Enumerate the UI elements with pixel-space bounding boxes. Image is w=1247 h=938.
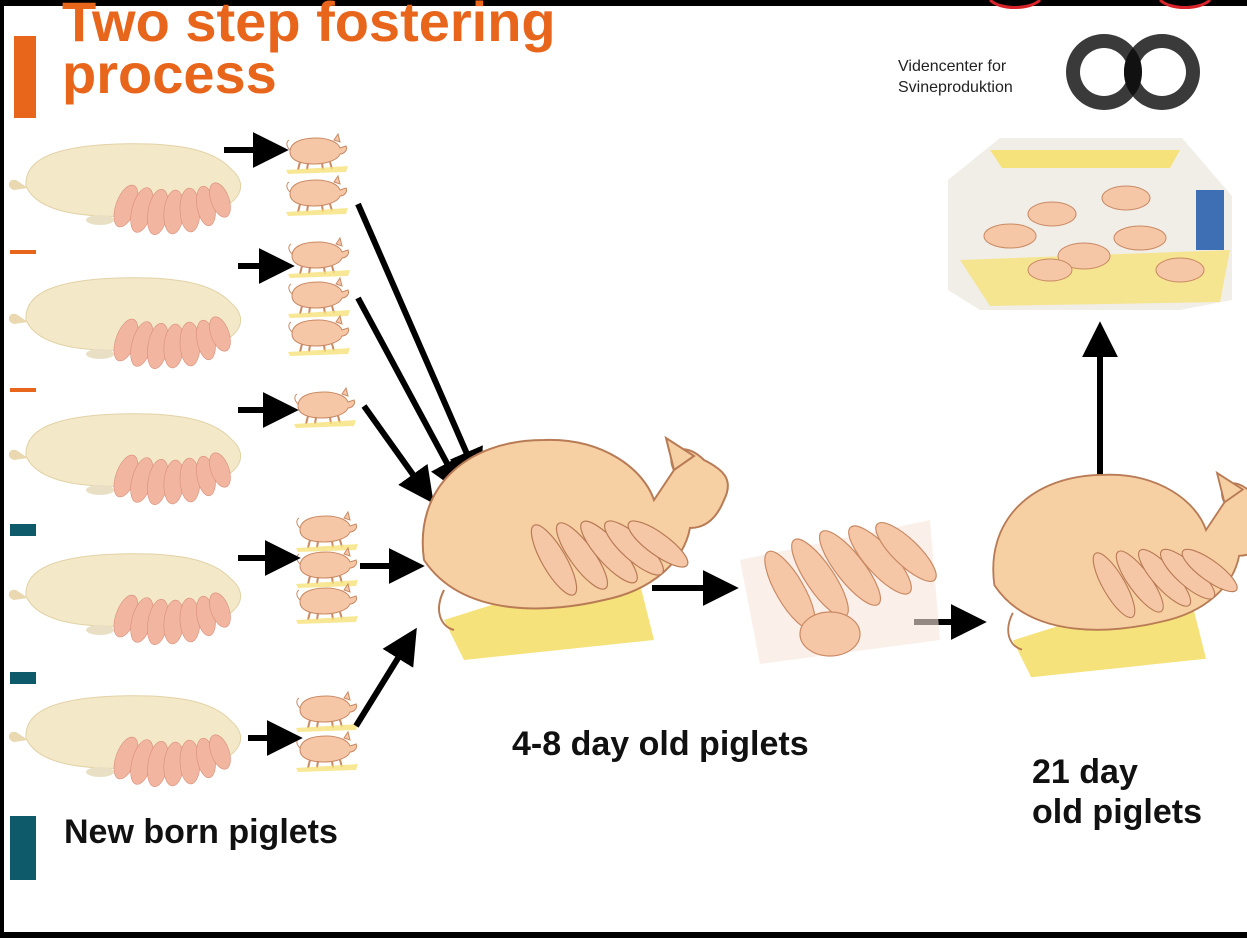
accent-tick-orange-1 bbox=[10, 250, 36, 254]
accent-bar-orange bbox=[14, 36, 36, 118]
slide-title-line-1: Two step fostering bbox=[62, 0, 556, 48]
arrow bbox=[356, 642, 408, 726]
caption-4-8-day-old-piglets: 4-8 day old piglets bbox=[512, 724, 809, 764]
piglet-icon bbox=[286, 134, 348, 174]
logo-line-1: Videncenter for bbox=[898, 56, 1013, 77]
source-sow-5 bbox=[9, 696, 241, 789]
bottom-border bbox=[0, 932, 1247, 938]
source-sow-4 bbox=[9, 554, 241, 647]
caption-21-line-2: old piglets bbox=[1032, 792, 1202, 832]
logo-text: Videncenter for Svineproduktion bbox=[898, 56, 1013, 98]
piglet-icon bbox=[296, 584, 358, 624]
slide-title-line-2: process bbox=[62, 48, 556, 100]
piglet-group-illustration bbox=[740, 515, 944, 664]
arrow bbox=[358, 204, 474, 470]
piglet-icon bbox=[288, 238, 350, 278]
nursing-sow-21-day bbox=[993, 473, 1247, 677]
caption-new-born-piglets: New born piglets bbox=[64, 812, 338, 852]
slide-title: Two step fostering process bbox=[62, 0, 556, 100]
piglet-icon bbox=[296, 692, 358, 732]
logo-rings-icon bbox=[1066, 34, 1200, 110]
source-sow-3 bbox=[9, 414, 241, 507]
piglet-icon bbox=[288, 316, 350, 356]
piglet-icon bbox=[288, 278, 350, 318]
arrow bbox=[364, 406, 424, 490]
left-border bbox=[0, 0, 4, 938]
piglet-icon bbox=[296, 512, 358, 552]
accent-bar-teal bbox=[10, 816, 36, 880]
piglet-icon bbox=[296, 732, 358, 772]
piglet-icon bbox=[296, 548, 358, 588]
accent-tick-teal-2 bbox=[10, 672, 36, 684]
source-sow-2 bbox=[9, 278, 241, 371]
nursing-sow-4-8-day bbox=[423, 438, 728, 660]
accent-tick-teal-1 bbox=[10, 524, 36, 536]
caption-21-day-old-piglets: 21 day old piglets bbox=[1032, 752, 1202, 832]
source-sow-1 bbox=[9, 144, 241, 237]
accent-tick-orange-2 bbox=[10, 388, 36, 392]
pen-illustration bbox=[948, 138, 1232, 310]
piglet-icon bbox=[294, 388, 356, 428]
piglet-icon bbox=[286, 176, 348, 216]
logo-line-2: Svineproduktion bbox=[898, 77, 1013, 98]
caption-21-line-1: 21 day bbox=[1032, 752, 1202, 792]
